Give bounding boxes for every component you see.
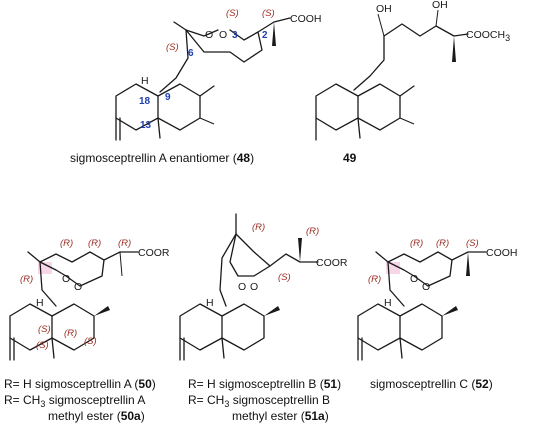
atom-O: O xyxy=(205,29,213,41)
stereo-label: (R) xyxy=(368,274,381,285)
stereo-label: (S) xyxy=(38,324,51,335)
atom-number: 2 xyxy=(262,30,268,41)
atom-cooh: COOH xyxy=(290,13,322,25)
compound-52: O O COOH (R) (R) (S) (R) H sigmosceptrel… xyxy=(357,238,518,391)
atom-cooch3: COOCH3 xyxy=(466,29,510,43)
highlight-mark xyxy=(386,262,400,274)
compound-50: O O COOR (R) (R) (R) (R) H (S) (S) (R) (… xyxy=(4,238,170,423)
atom-OH: OH xyxy=(376,3,392,15)
caption-51-line3: methyl ester (51a) xyxy=(232,409,329,423)
stereo-label: (R) xyxy=(306,226,319,237)
caption-52: sigmosceptrellin C (52) xyxy=(370,377,493,391)
atom-H: H xyxy=(36,297,44,309)
caption-49: 49 xyxy=(343,151,357,165)
stereo-label: (R) xyxy=(88,238,101,249)
caption-50-line2: R= CH3 sigmosceptrellin A xyxy=(4,393,145,409)
stereo-label: (S) xyxy=(278,272,291,283)
highlight-mark xyxy=(38,262,52,274)
atom-number: 3 xyxy=(232,30,238,41)
stereo-label: (S) xyxy=(262,8,275,19)
stereo-label: (R) xyxy=(436,238,449,249)
stereo-label: (S) xyxy=(84,336,97,347)
atom-H: H xyxy=(141,75,149,87)
stereo-label: (R) xyxy=(252,222,265,233)
caption-50-line3: methyl ester (50a) xyxy=(48,409,145,423)
stereo-label: (R) xyxy=(60,238,73,249)
stereo-label: (S) xyxy=(166,42,179,53)
atom-O: O xyxy=(238,281,246,293)
stereo-label: (R) xyxy=(410,238,423,249)
atom-O: O xyxy=(250,281,258,293)
stereo-label: (S) xyxy=(466,238,479,249)
atom-O: O xyxy=(62,273,70,285)
atom-H: H xyxy=(206,297,214,309)
stereo-label: (S) xyxy=(226,8,239,19)
atom-cooh: COOH xyxy=(486,247,518,259)
atom-OH: OH xyxy=(432,0,448,11)
atom-number: 13 xyxy=(140,120,152,131)
atom-number: 6 xyxy=(188,48,194,59)
atom-coor: COOR xyxy=(138,247,170,259)
atom-O: O xyxy=(219,29,227,41)
atom-number: 9 xyxy=(165,92,171,103)
compound-48: O O COOH (S) (S) (S) 6 3 2 H 18 9 13 sig… xyxy=(70,8,322,165)
stereo-label: (R) xyxy=(118,238,131,249)
caption-48: sigmosceptrellin A enantiomer (48) xyxy=(70,151,254,165)
atom-H: H xyxy=(384,297,392,309)
stereo-label: (R) xyxy=(64,328,77,339)
compound-51: O O COOR (R) (R) (S) H R= H sigmosceptre… xyxy=(179,213,348,423)
caption-51-line2: R= CH3 sigmosceptrellin B xyxy=(188,393,330,409)
compound-49: OH OH COOCH3 49 xyxy=(315,0,510,165)
stereo-label: (S) xyxy=(36,340,49,351)
stereo-label: (R) xyxy=(20,274,33,285)
atom-O: O xyxy=(74,281,82,293)
caption-51-line1: R= H sigmosceptrellin B (51) xyxy=(188,377,341,391)
atom-O: O xyxy=(422,281,430,293)
atom-coor: COOR xyxy=(316,257,348,269)
atom-number: 18 xyxy=(139,96,151,107)
atom-O: O xyxy=(410,273,418,285)
caption-50-line1: R= H sigmosceptrellin A (50) xyxy=(4,377,156,391)
